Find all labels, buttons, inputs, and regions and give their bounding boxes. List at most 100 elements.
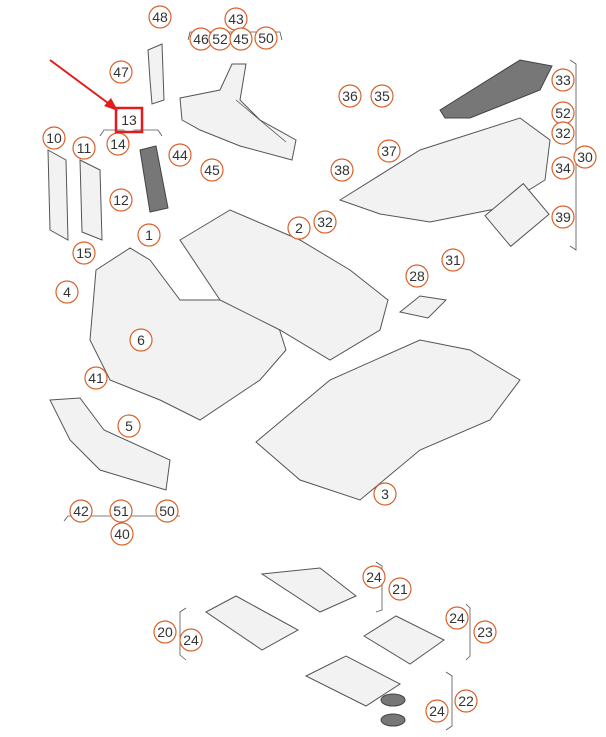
callout-43: 43 xyxy=(224,7,248,31)
callout-label: 51 xyxy=(113,503,129,519)
callout-label: 6 xyxy=(137,332,145,348)
callout-circle xyxy=(473,620,497,644)
callout-circle xyxy=(148,5,172,29)
callout-circle xyxy=(118,109,140,131)
callout-label: 24 xyxy=(366,569,382,585)
red-arrow-indicator xyxy=(49,59,118,111)
callout-39: 39 xyxy=(551,205,575,229)
callout-35: 35 xyxy=(370,84,394,108)
callout-label: 40 xyxy=(114,526,130,542)
callout-circle xyxy=(69,499,93,523)
callout-label: 23 xyxy=(477,624,493,640)
callout-label: 37 xyxy=(381,143,397,159)
callout-label: 33 xyxy=(555,72,571,88)
callout-5: 5 xyxy=(117,414,141,438)
callout-label: 35 xyxy=(374,88,390,104)
callout-circle xyxy=(72,241,96,265)
callout-32: 32 xyxy=(313,210,337,234)
callout-50: 50 xyxy=(254,26,278,50)
callout-label: 15 xyxy=(76,245,92,261)
callout-circle xyxy=(109,499,133,523)
callout-label: 36 xyxy=(342,88,358,104)
callout-label: 10 xyxy=(46,130,62,146)
callout-label: 5 xyxy=(125,418,133,434)
callout-10: 10 xyxy=(42,126,66,150)
callout-14: 14 xyxy=(106,132,130,156)
callout-51: 51 xyxy=(109,499,133,523)
callout-4: 4 xyxy=(55,280,79,304)
callout-38: 38 xyxy=(330,158,354,182)
callout-circle xyxy=(153,620,177,644)
callout-circle xyxy=(425,699,449,723)
callout-label: 13 xyxy=(121,112,137,128)
callout-label: 45 xyxy=(233,31,249,47)
callout-label: 45 xyxy=(204,162,220,178)
callout-label: 41 xyxy=(88,370,104,386)
callout-label: 52 xyxy=(555,105,571,121)
callout-label: 52 xyxy=(212,31,228,47)
callout-42: 42 xyxy=(69,499,93,523)
callout-circle xyxy=(109,188,133,212)
callout-label: 14 xyxy=(110,136,126,152)
callout-circle xyxy=(229,27,253,51)
callout-21: 21 xyxy=(388,577,412,601)
callout-30: 30 xyxy=(573,145,597,169)
callout-label: 2 xyxy=(295,220,303,236)
callout-52: 52 xyxy=(208,27,232,51)
callout-label: 46 xyxy=(193,31,209,47)
callout-circle xyxy=(110,522,134,546)
callout-label: 38 xyxy=(334,162,350,178)
callout-41: 41 xyxy=(84,366,108,390)
callout-label: 32 xyxy=(555,125,571,141)
callout-45: 45 xyxy=(229,27,253,51)
callout-36: 36 xyxy=(338,84,362,108)
part-rear-carpet-3 xyxy=(255,339,521,501)
callout-24: 24 xyxy=(179,628,203,652)
part-side-panels xyxy=(47,145,169,241)
callout-label: 32 xyxy=(317,214,333,230)
callout-circle xyxy=(573,145,597,169)
callout-circle xyxy=(155,499,179,523)
callout-24: 24 xyxy=(362,565,386,589)
callout-label: 20 xyxy=(157,624,173,640)
callout-label: 12 xyxy=(113,192,129,208)
callout-circle xyxy=(200,158,224,182)
callout-15: 15 xyxy=(72,241,96,265)
callout-label: 1 xyxy=(145,227,153,243)
callout-label: 44 xyxy=(172,147,188,163)
part-floor-mats xyxy=(205,567,445,727)
callout-24: 24 xyxy=(425,699,449,723)
callout-34: 34 xyxy=(551,156,575,180)
callout-circle xyxy=(441,248,465,272)
part-insulator-28 xyxy=(398,295,448,319)
callout-2: 2 xyxy=(287,216,311,240)
callout-circle xyxy=(388,577,412,601)
callout-circle xyxy=(454,689,478,713)
callout-circle xyxy=(117,414,141,438)
callout-46: 46 xyxy=(189,27,213,51)
callout-circle xyxy=(370,84,394,108)
callout-label: 24 xyxy=(449,610,465,626)
callout-32: 32 xyxy=(551,121,575,145)
callout-circle xyxy=(551,121,575,145)
callout-circle xyxy=(55,280,79,304)
callout-label: 28 xyxy=(409,268,425,284)
part-bracket-47 xyxy=(147,43,165,105)
callout-45: 45 xyxy=(200,158,224,182)
callout-47: 47 xyxy=(109,60,133,84)
callout-label: 24 xyxy=(183,632,199,648)
callout-37: 37 xyxy=(377,139,401,163)
callout-circle xyxy=(362,565,386,589)
callout-circle xyxy=(287,216,311,240)
callout-28: 28 xyxy=(405,264,429,288)
callout-label: 21 xyxy=(392,581,408,597)
callout-circle xyxy=(179,628,203,652)
callout-label: 24 xyxy=(429,703,445,719)
callout-31: 31 xyxy=(441,248,465,272)
callout-circle xyxy=(445,606,469,630)
callout-circle xyxy=(42,126,66,150)
callout-circle xyxy=(405,264,429,288)
callout-circle xyxy=(313,210,337,234)
